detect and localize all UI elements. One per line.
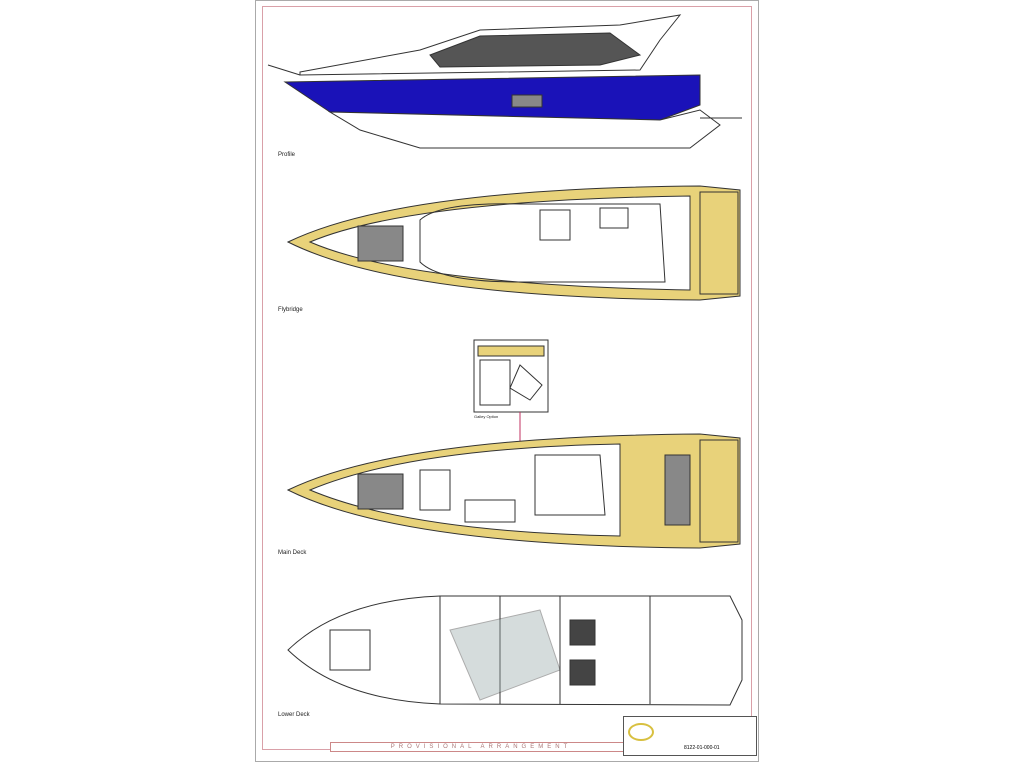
hull-blue bbox=[283, 74, 701, 121]
company-logo bbox=[628, 723, 654, 741]
title-block: 8122-01-000-01 bbox=[623, 716, 757, 756]
hull-window bbox=[511, 94, 543, 108]
profile-label: Profile bbox=[278, 152, 296, 158]
lower-deck-view bbox=[287, 595, 743, 706]
lower-deck-label: Lower Deck bbox=[278, 712, 310, 718]
provisional-banner: PROVISIONAL ARRANGEMENT bbox=[330, 742, 632, 752]
flybridge-label: Flybridge bbox=[278, 307, 303, 313]
flybridge-view bbox=[286, 185, 741, 301]
hull-lower bbox=[328, 109, 721, 149]
drawing-number: 8122-01-000-01 bbox=[684, 745, 720, 751]
main-deck-view bbox=[286, 433, 741, 549]
profile-view bbox=[267, 14, 742, 149]
galley-option-label: Galley Option bbox=[474, 414, 499, 419]
galley-option-inset bbox=[473, 339, 549, 470]
main-deck-label: Main Deck bbox=[278, 550, 307, 556]
windows bbox=[429, 32, 642, 68]
